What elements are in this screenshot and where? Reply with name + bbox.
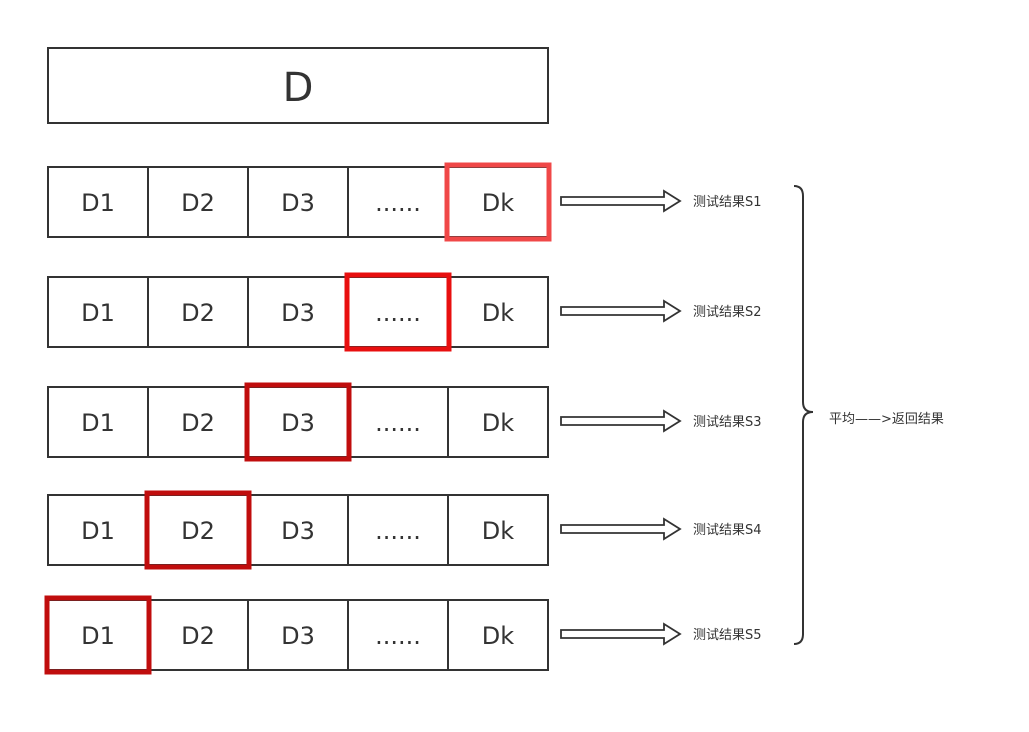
- fold-cell-label: D1: [81, 299, 115, 327]
- fold-cell-label: D1: [81, 409, 115, 437]
- test-fold-highlight: [44, 595, 152, 675]
- test-result-label: 测试结果S5: [693, 628, 762, 643]
- fold-cell-label: D2: [181, 189, 215, 217]
- fold-cell-label: ......: [375, 299, 421, 327]
- fold-row-box: [47, 276, 549, 348]
- summary-label: 平均——>返回结果: [829, 412, 944, 427]
- fold-row-3: D1 D2 D3...... Dk 测试结果S3: [47, 382, 762, 462]
- test-fold-highlight: [344, 272, 452, 352]
- fold-row-1: D1 D2 D3...... Dk 测试结果S1: [47, 162, 762, 242]
- fold-cell-label: D3: [281, 189, 315, 217]
- fold-cell-label: D2: [181, 299, 215, 327]
- fold-cell-label: Dk: [482, 409, 514, 437]
- fold-cell-label: D1: [81, 517, 115, 545]
- arrow-right-icon: [560, 189, 682, 213]
- fold-cell-label: D2: [181, 622, 215, 650]
- test-result-label: 测试结果S1: [693, 195, 762, 210]
- fold-cell-label: D1: [81, 622, 115, 650]
- fold-row-4: D1 D2 D3...... Dk 测试结果S4: [47, 490, 762, 570]
- test-fold-highlight: [244, 382, 352, 462]
- fold-cell-label: D3: [281, 622, 315, 650]
- fold-cell-label: ......: [375, 622, 421, 650]
- test-fold-highlight: [444, 162, 552, 242]
- fold-cell-label: Dk: [482, 517, 514, 545]
- fold-row-2: D1 D2 D3...... Dk 测试结果S2: [47, 272, 762, 352]
- fold-cell-label: ......: [375, 189, 421, 217]
- test-fold-highlight: [144, 490, 252, 570]
- fold-cell-label: Dk: [482, 299, 514, 327]
- fold-cell-label: D3: [281, 299, 315, 327]
- arrow-right-icon: [560, 299, 682, 323]
- fold-cell-label: ......: [375, 517, 421, 545]
- fold-row-5: D1 D2 D3...... Dk 测试结果S5: [44, 595, 762, 675]
- arrow-right-icon: [560, 622, 682, 646]
- fold-cell-label: Dk: [482, 622, 514, 650]
- fold-cell-label: D2: [181, 517, 215, 545]
- fold-cell-label: Dk: [482, 189, 514, 217]
- test-result-label: 测试结果S4: [693, 523, 762, 538]
- full-dataset: D: [47, 47, 549, 124]
- fold-cell-label: ......: [375, 409, 421, 437]
- test-result-label: 测试结果S3: [693, 415, 762, 430]
- fold-cell-label: D1: [81, 189, 115, 217]
- test-result-label: 测试结果S2: [693, 305, 762, 320]
- arrow-right-icon: [560, 517, 682, 541]
- fold-cell-label: D2: [181, 409, 215, 437]
- fold-row-box: [47, 494, 549, 566]
- full-dataset-label: D: [283, 65, 314, 111]
- arrow-right-icon: [560, 409, 682, 433]
- summary-bracket: [793, 185, 814, 645]
- full-dataset-box: [47, 47, 549, 124]
- fold-cell-label: D3: [281, 409, 315, 437]
- fold-cell-label: D3: [281, 517, 315, 545]
